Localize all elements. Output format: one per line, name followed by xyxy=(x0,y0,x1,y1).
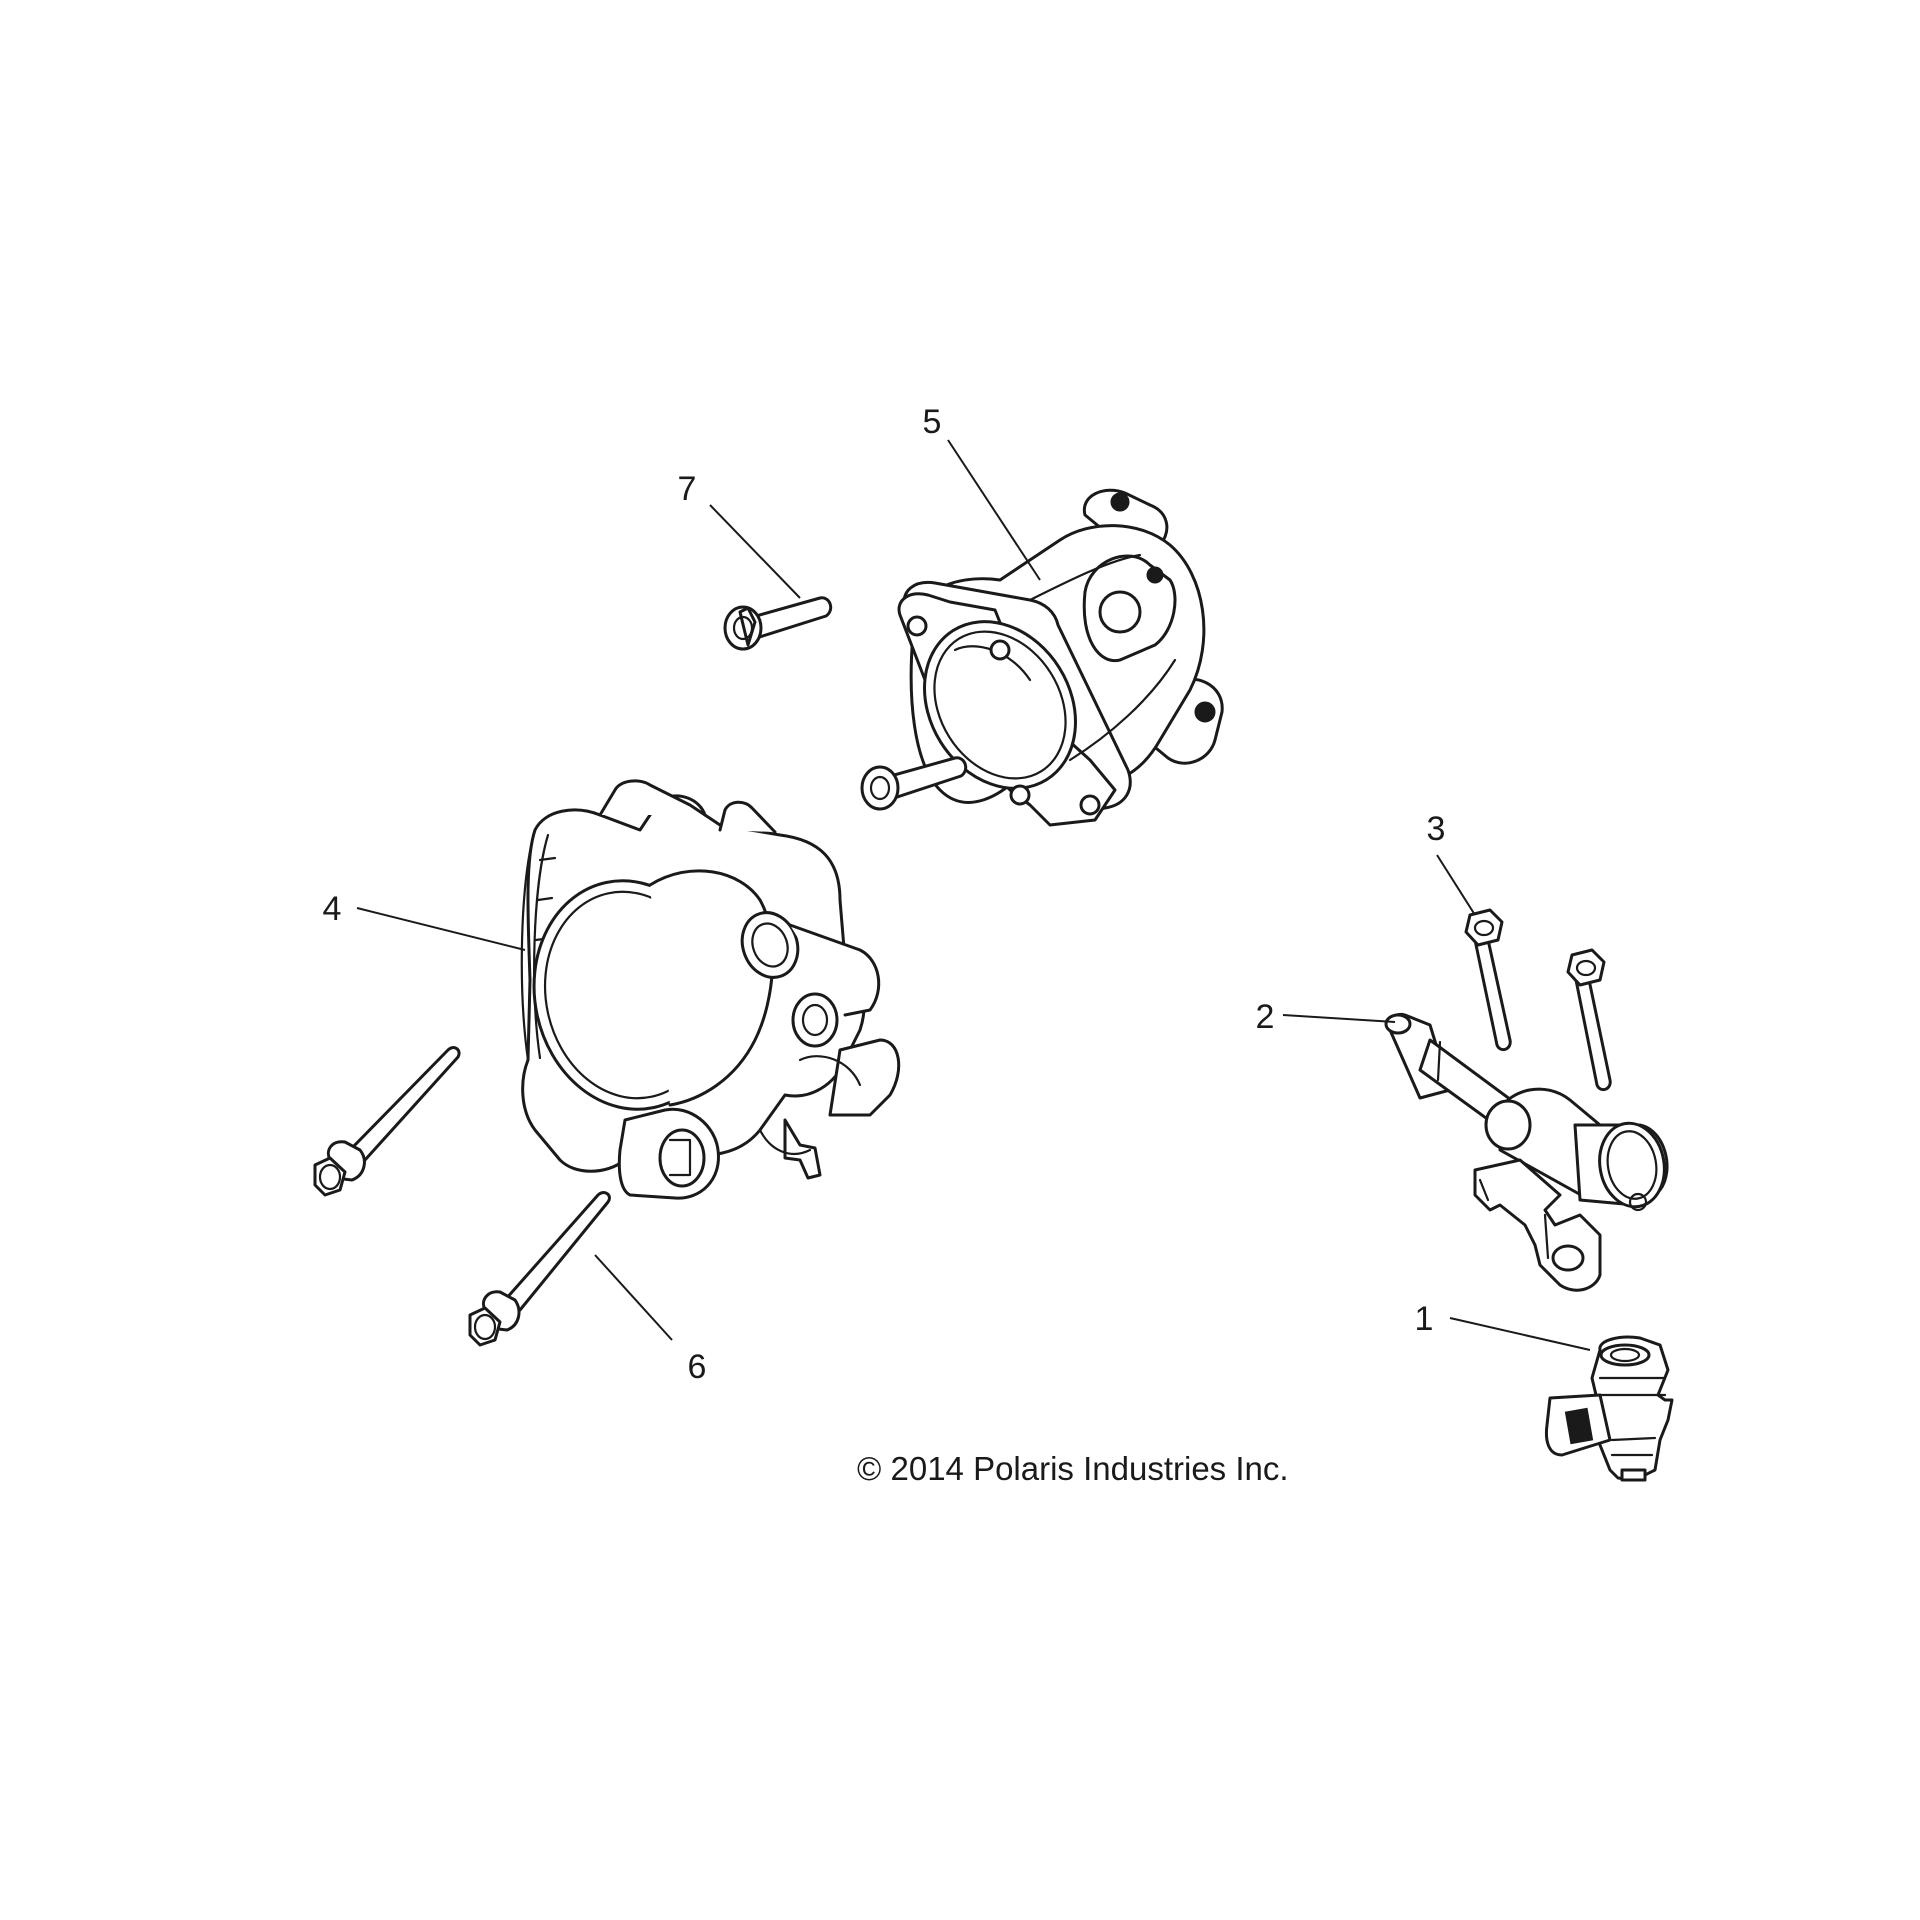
throttle-body-part xyxy=(520,779,901,1200)
short-bolt-right xyxy=(1566,948,1612,1092)
socket-head-bolt-upper xyxy=(723,596,833,651)
socket-head-bolt-lower xyxy=(860,756,968,811)
flange-bolt-left xyxy=(313,1046,461,1197)
leader-line-4 xyxy=(356,907,526,951)
leader-line-5 xyxy=(947,439,1041,581)
callout-1: 1 xyxy=(1415,1300,1434,1338)
intake-adapter-part xyxy=(897,488,1224,827)
fuel-rail-part xyxy=(1384,1012,1669,1292)
leader-line-6 xyxy=(594,1254,673,1341)
callout-4: 4 xyxy=(323,890,342,928)
flange-bolt-right xyxy=(468,1191,611,1347)
callout-6: 6 xyxy=(688,1348,707,1386)
callout-3: 3 xyxy=(1427,810,1446,848)
copyright-notice: © 2014 Polaris Industries Inc. xyxy=(857,1450,1289,1487)
callout-5: 5 xyxy=(923,403,942,441)
leader-line-1 xyxy=(1449,1317,1591,1351)
callout-2: 2 xyxy=(1256,998,1275,1036)
leader-line-7 xyxy=(709,504,801,599)
leader-line-2 xyxy=(1282,1014,1396,1023)
callout-7: 7 xyxy=(678,470,697,508)
leader-line-3 xyxy=(1436,854,1476,916)
short-bolt-left xyxy=(1464,908,1512,1052)
fuel-injector-part xyxy=(1544,1335,1674,1482)
